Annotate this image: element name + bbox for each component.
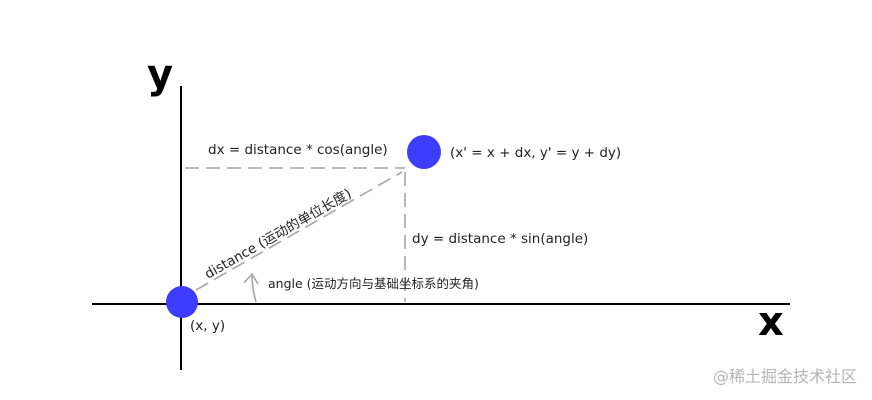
distance-label: distance (运动的单位长度)	[202, 186, 354, 283]
distance-dashed-line	[195, 171, 403, 291]
angle-label: angle (运动方向与基础坐标系的夹角)	[268, 276, 479, 291]
target-point-label: (x' = x + dx, y' = y + dy)	[450, 145, 621, 161]
target-point	[407, 135, 441, 169]
x-axis-label: x	[758, 299, 784, 345]
y-axis-label: y	[147, 52, 173, 98]
dx-formula-label: dx = distance * cos(angle)	[208, 142, 388, 158]
angle-arc-arrow	[243, 272, 259, 303]
watermark-text: @稀土掘金技术社区	[713, 367, 857, 386]
origin-point	[166, 286, 198, 318]
dy-formula-label: dy = distance * sin(angle)	[412, 231, 588, 247]
origin-point-label: (x, y)	[190, 318, 225, 334]
